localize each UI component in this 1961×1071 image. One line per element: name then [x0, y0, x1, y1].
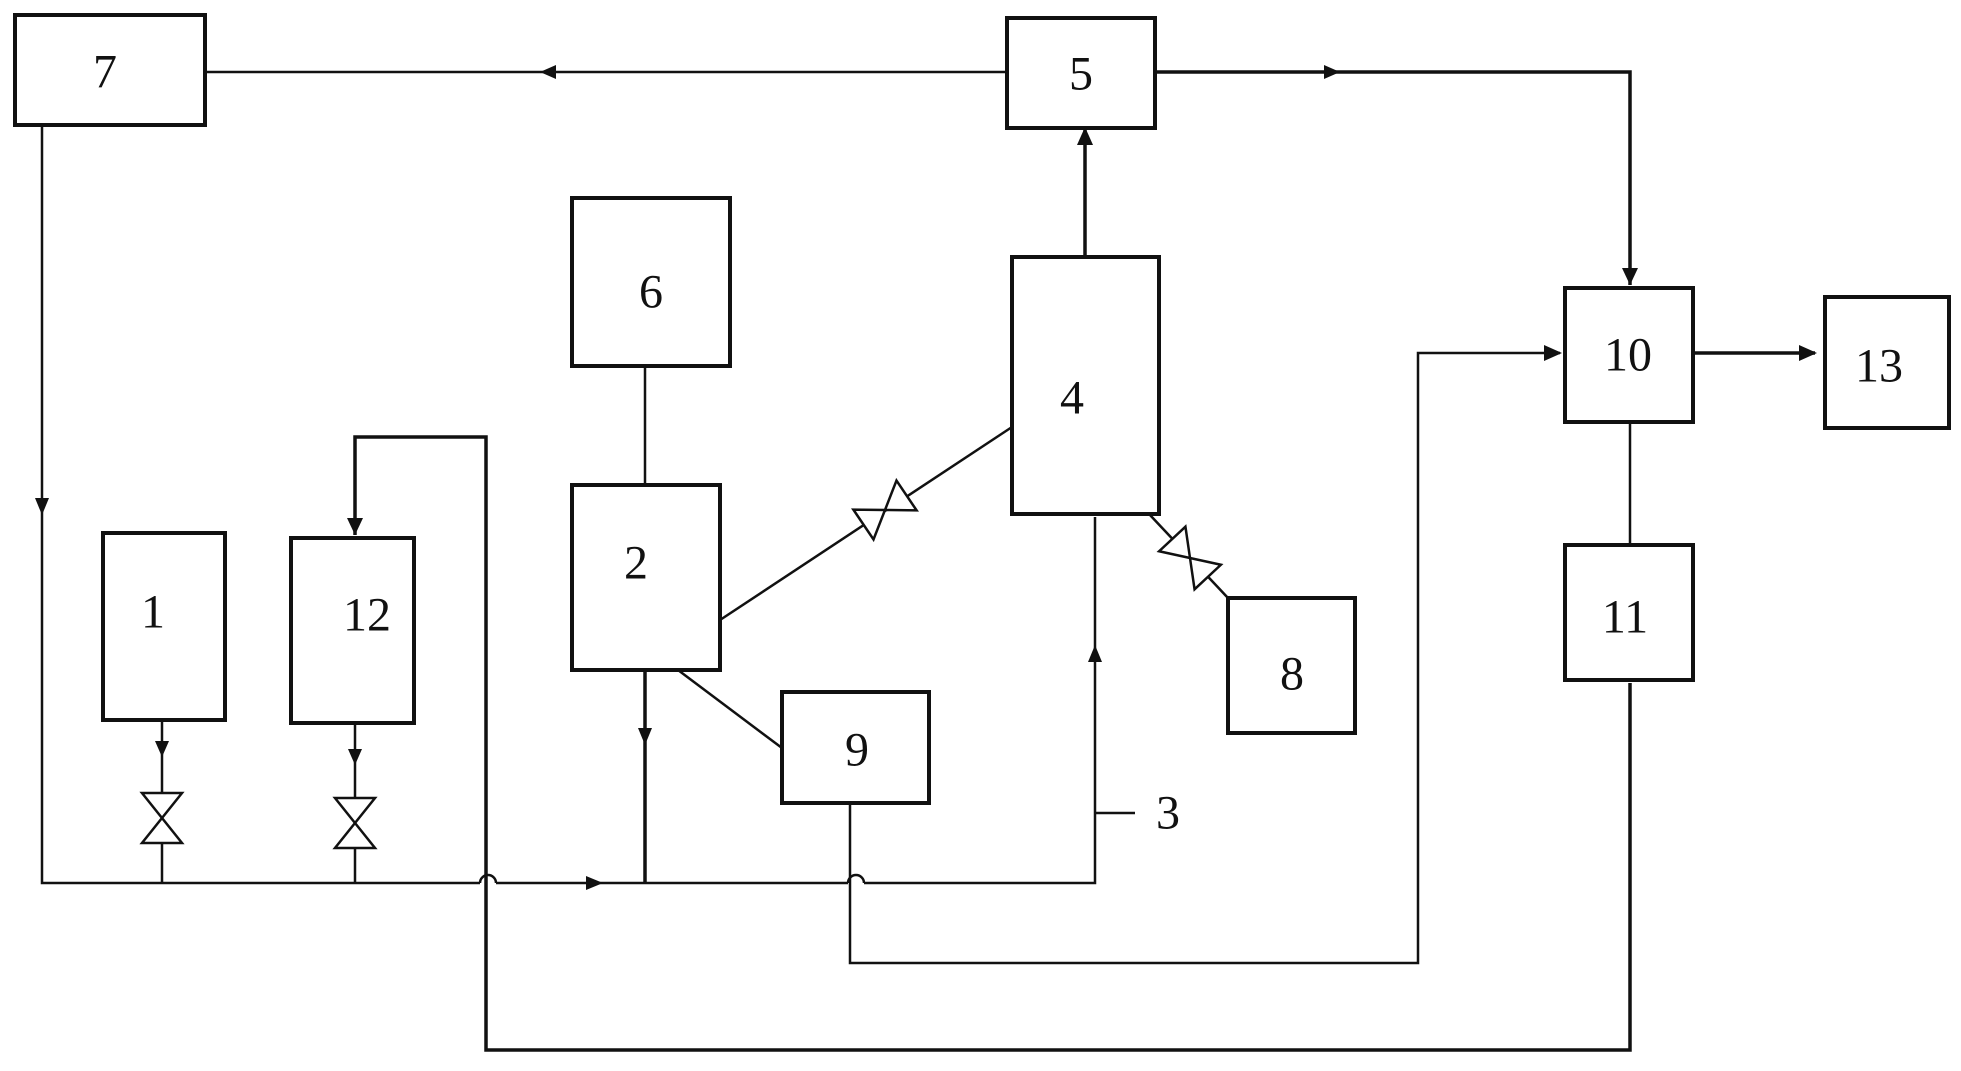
arrow-down-1 — [155, 741, 169, 757]
crossover-hop-1 — [478, 873, 498, 884]
unit-9[interactable]: 9 — [780, 690, 931, 805]
unit-10-label: 10 — [1604, 329, 1652, 382]
line-9-to-10 — [848, 351, 1560, 965]
arrow-down-12 — [347, 518, 363, 535]
arrow-to-10-top — [1324, 65, 1340, 79]
valve-2-to-4[interactable] — [851, 477, 919, 543]
unit-13-label: 13 — [1855, 340, 1903, 393]
unit-8-label: 8 — [1280, 648, 1304, 701]
arrow-down-left — [35, 498, 49, 515]
unit-7-label: 7 — [93, 46, 117, 99]
unit-4-label: 4 — [1060, 372, 1084, 425]
unit-4[interactable]: 4 — [1010, 255, 1161, 516]
arrow-to-13 — [1799, 345, 1817, 361]
unit-6-label: 6 — [639, 266, 663, 319]
unit-1-label: 1 — [141, 586, 165, 639]
unit-5-label: 5 — [1069, 48, 1093, 101]
stream-3-label: 3 — [1156, 787, 1180, 840]
arrow-down-2 — [638, 728, 652, 745]
valves — [139, 477, 1224, 850]
crossover-hop-2 — [846, 873, 866, 884]
valve-4-to-8[interactable] — [1156, 524, 1224, 592]
arrow-up-4 — [1088, 645, 1102, 662]
line-11-to-12 — [353, 435, 1632, 1052]
unit-6[interactable]: 6 — [570, 196, 732, 368]
unit-12-label: 12 — [343, 589, 391, 642]
line-2-to-9 — [677, 669, 783, 749]
unit-5[interactable]: 5 — [1005, 16, 1157, 130]
unit-7[interactable]: 7 — [13, 13, 207, 127]
arrow-down-12-valve — [348, 749, 362, 765]
arrow-to-7 — [540, 65, 556, 79]
unit-11[interactable]: 11 — [1563, 543, 1695, 682]
unit-13[interactable]: 13 — [1823, 295, 1951, 430]
unit-1[interactable]: 1 — [101, 531, 227, 722]
line-7-to-header — [40, 125, 480, 885]
line-header-to-4 — [864, 517, 1097, 885]
arrow-header-right — [586, 876, 603, 890]
unit-2-label: 2 — [624, 537, 648, 590]
valve-12[interactable] — [332, 796, 378, 850]
unit-12[interactable]: 12 — [289, 536, 416, 725]
valve-1[interactable] — [139, 791, 185, 845]
arrow-down-10 — [1622, 268, 1638, 285]
arrow-to-10-left — [1544, 345, 1562, 361]
unit-8[interactable]: 8 — [1226, 596, 1357, 735]
unit-11-label: 11 — [1602, 591, 1648, 644]
unit-9-label: 9 — [845, 724, 869, 777]
arrow-up-5 — [1077, 127, 1093, 145]
unit-2[interactable]: 2 — [570, 483, 722, 672]
line-5-to-10 — [1155, 70, 1632, 285]
unit-10[interactable]: 10 — [1563, 286, 1695, 424]
arrowheads — [35, 65, 1817, 890]
